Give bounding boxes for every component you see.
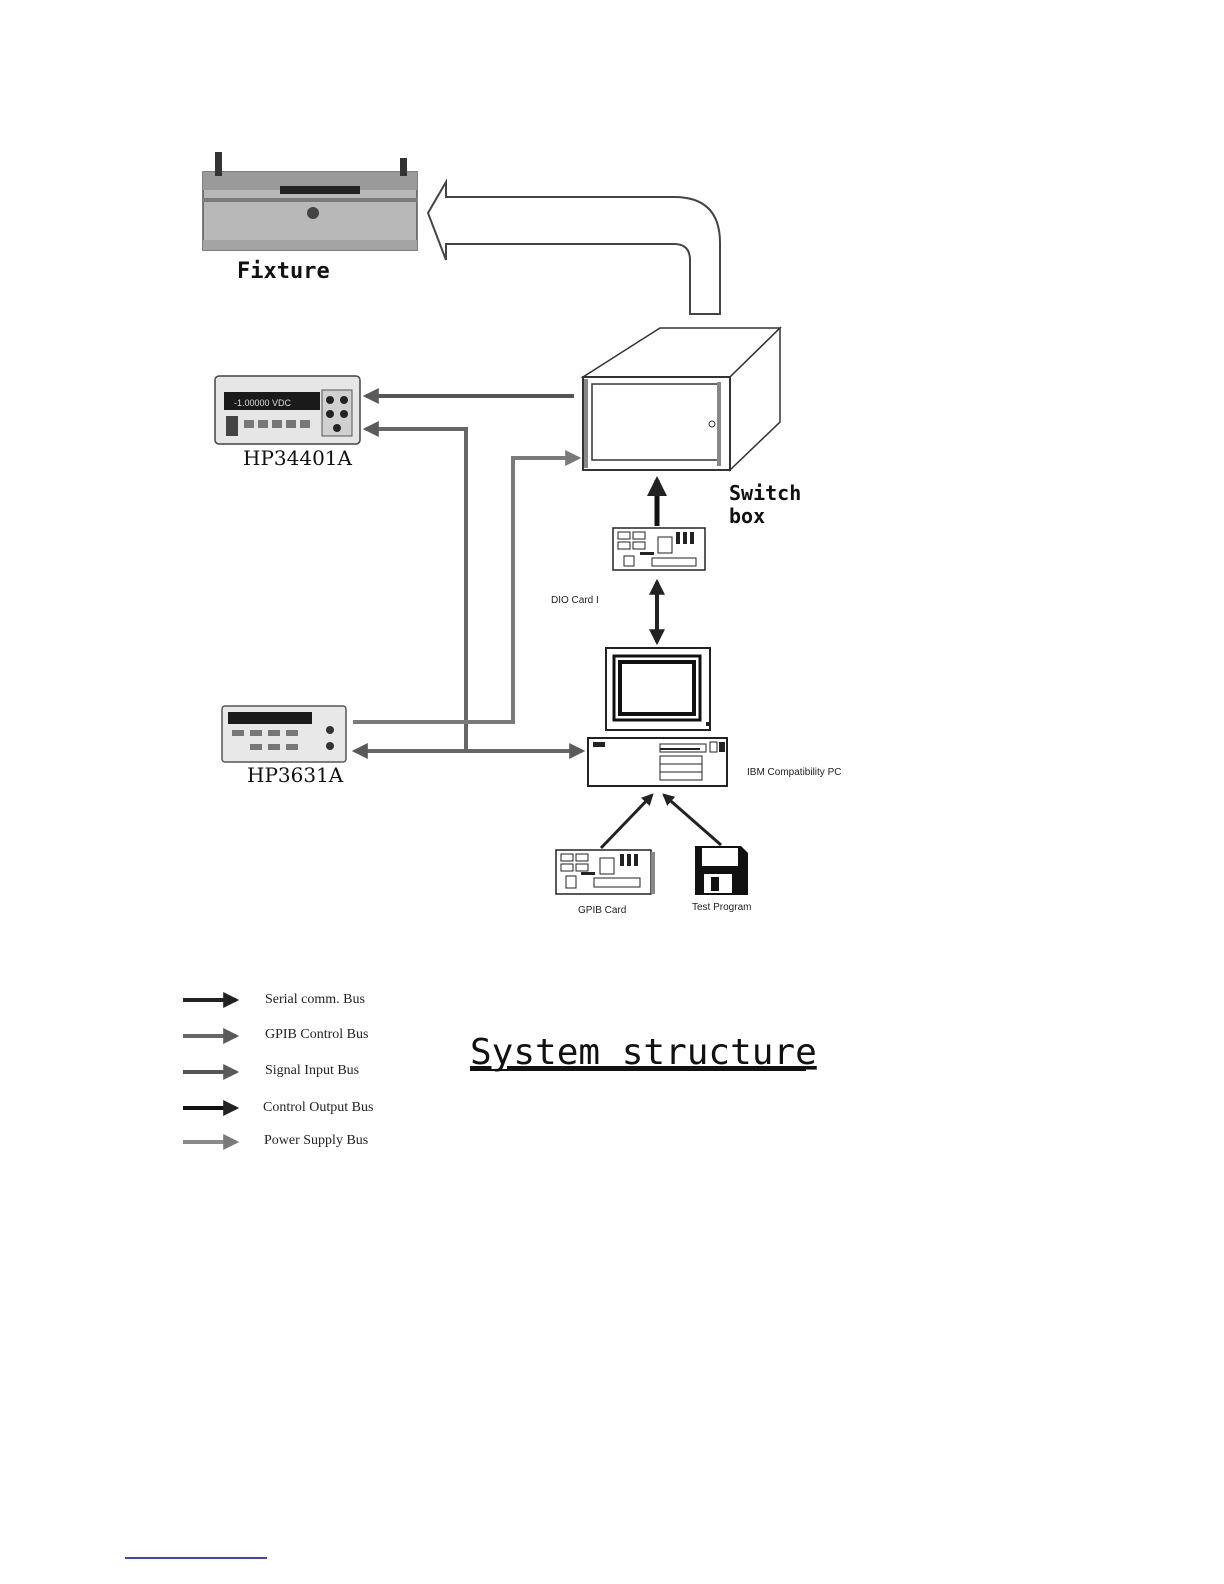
gpib-card-label: GPIB Card	[578, 905, 626, 916]
multimeter-image	[215, 376, 360, 444]
connection-gpib-to-dmm	[366, 429, 466, 751]
pc-image	[588, 648, 727, 786]
switch-box-image	[583, 328, 780, 470]
legend-label-control: Control Output Bus	[263, 1100, 373, 1115]
test-program-label: Test Program	[692, 902, 751, 913]
legend-label-power: Power Supply Bus	[264, 1133, 368, 1148]
dio-card-label: DIO Card I	[551, 595, 599, 606]
power-supply-image	[222, 706, 346, 762]
power-supply-label: HP3631A	[247, 763, 344, 787]
switch-box-label-line1: Switch	[729, 481, 801, 505]
fixture-hollow-arrow	[428, 182, 720, 314]
fixture-image	[203, 152, 417, 250]
legend-label-signal: Signal Input Bus	[265, 1063, 359, 1078]
connection-floppy-to-pc	[664, 795, 721, 845]
fixture-label: Fixture	[237, 259, 330, 284]
dio-card-image	[613, 528, 705, 570]
floppy-disk-icon	[695, 846, 748, 895]
legend-label-gpib: GPIB Control Bus	[265, 1027, 368, 1042]
gpib-card-image	[556, 850, 655, 894]
legend: Serial comm. Bus GPIB Control Bus Signal…	[183, 992, 373, 1148]
connection-gpib-card-to-pc	[601, 795, 652, 848]
multimeter-label: HP34401A	[243, 446, 353, 470]
diagram-title: System structure	[470, 1032, 817, 1073]
legend-label-serial: Serial comm. Bus	[265, 992, 365, 1007]
pc-label: IBM Compatibility PC	[747, 767, 841, 778]
multimeter-display-readout: -1.00000 VDC	[234, 398, 292, 408]
switch-box-label-line2: box	[729, 504, 765, 528]
